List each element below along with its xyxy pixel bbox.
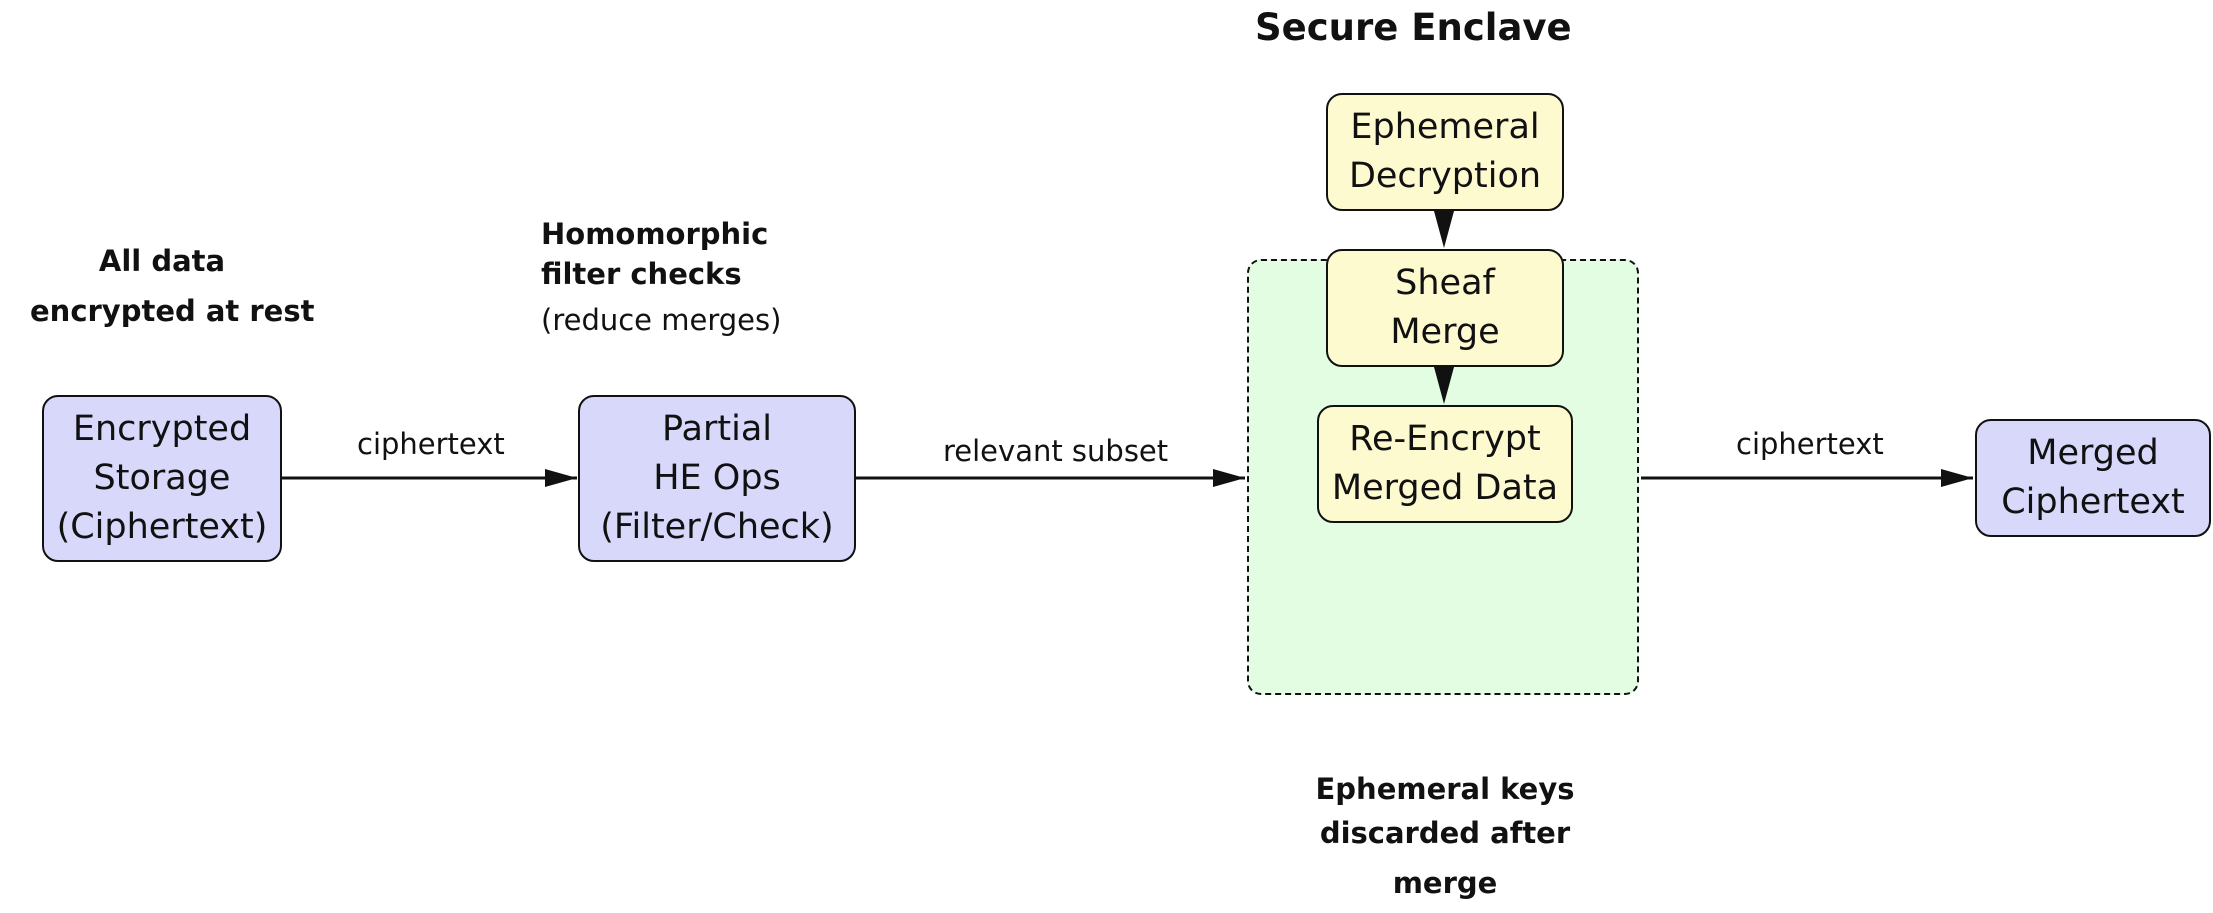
ephemeral-decryption-node: Ephemeral Decryption bbox=[1326, 93, 1564, 211]
edge-label-enclave-to-output: ciphertext bbox=[1736, 427, 1884, 461]
node-line: Merged Data bbox=[1331, 468, 1559, 508]
enclave-title: Secure Enclave bbox=[1255, 6, 1572, 49]
edge-label-storage-to-he: ciphertext bbox=[357, 427, 505, 461]
merged-ciphertext-node: Merged Ciphertext bbox=[1975, 419, 2211, 537]
node-line: Re-Encrypt bbox=[1349, 419, 1541, 459]
re-encrypt-node: Re-Encrypt Merged Data bbox=[1317, 405, 1573, 523]
edge-merge-to-reencrypt bbox=[1434, 367, 1454, 404]
node-line: Merge bbox=[1390, 312, 1500, 352]
note-encrypted-at-rest: All data encrypted at rest bbox=[30, 236, 315, 336]
node-line: HE Ops bbox=[653, 458, 781, 498]
node-line: Decryption bbox=[1348, 156, 1542, 196]
node-line: Encrypted bbox=[72, 409, 252, 449]
encrypted-storage-node: Encrypted Storage (Ciphertext) bbox=[42, 395, 282, 562]
node-line: (Filter/Check) bbox=[600, 507, 834, 547]
note-line: Ephemeral keys bbox=[1315, 772, 1575, 806]
edge-label-he-to-enclave: relevant subset bbox=[943, 434, 1169, 468]
node-line: (Ciphertext) bbox=[56, 507, 268, 547]
note-line: All data bbox=[98, 244, 226, 278]
note-line: Homomorphic bbox=[541, 217, 769, 251]
note-ephemeral-keys: Ephemeral keys discarded after merge bbox=[1314, 767, 1576, 905]
node-line: Ciphertext bbox=[2001, 482, 2185, 522]
note-line: filter checks bbox=[541, 257, 742, 291]
node-line: Partial bbox=[662, 409, 772, 449]
node-line: Ephemeral bbox=[1350, 107, 1540, 147]
node-line: Storage bbox=[93, 458, 231, 498]
note-line: (reduce merges) bbox=[541, 303, 782, 337]
edge-decrypt-to-merge bbox=[1434, 211, 1454, 248]
sheaf-merge-node: Sheaf Merge bbox=[1326, 249, 1564, 367]
partial-he-ops-node: Partial HE Ops (Filter/Check) bbox=[578, 395, 856, 562]
node-line: Merged bbox=[2027, 433, 2159, 473]
note-line: merge bbox=[1392, 866, 1498, 900]
note-line: discarded after bbox=[1319, 816, 1571, 850]
note-homomorphic-filter: Homomorphic filter checks (reduce merges… bbox=[541, 214, 781, 340]
note-line: encrypted at rest bbox=[30, 294, 315, 328]
node-line: Sheaf bbox=[1395, 263, 1495, 303]
